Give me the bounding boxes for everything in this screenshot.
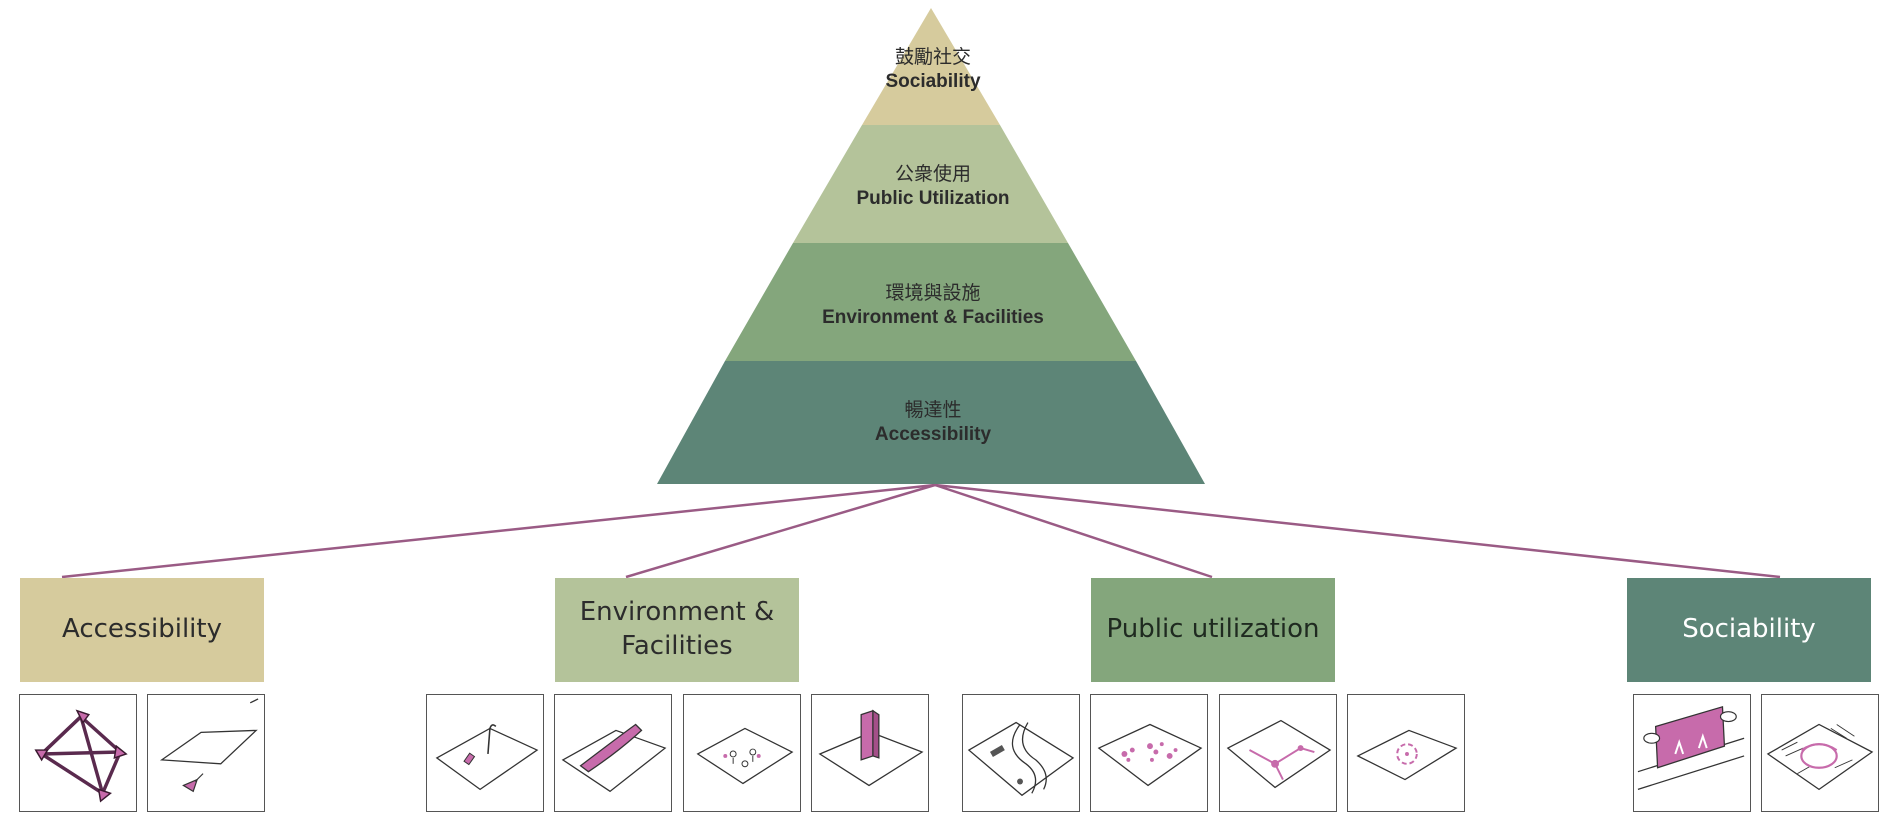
- tier-zh-text: 暢達性: [904, 399, 962, 421]
- branching-paths-icon: [1219, 694, 1337, 812]
- connector-sociability: [934, 483, 1781, 579]
- category-label: Sociability: [1682, 614, 1816, 645]
- tier-label-accessibility: 暢達性 Accessibility: [733, 399, 1133, 447]
- winding-path-icon: [962, 694, 1080, 812]
- category-label: Accessibility: [62, 614, 222, 645]
- category-box-sociability: Sociability: [1627, 578, 1871, 682]
- category-box-public-utilization: Public utilization: [1091, 578, 1335, 682]
- pyramid-tier-environment: [725, 243, 1136, 361]
- pyramid-tier-accessibility: [657, 361, 1205, 484]
- category-label: Public utilization: [1106, 614, 1320, 645]
- tier-en-text: Sociability: [885, 70, 981, 92]
- scattered-activity-icon: [1090, 694, 1208, 812]
- gathering-circle-icon: [1347, 694, 1465, 812]
- tier-label-sociability: 鼓勵社交 Sociability: [733, 46, 1133, 94]
- tier-zh-text: 公衆使用: [894, 163, 971, 185]
- network-routes-icon: [19, 694, 137, 812]
- category-box-accessibility: Accessibility: [20, 578, 264, 682]
- tier-label-public-utilization: 公衆使用 Public Utilization: [733, 163, 1133, 211]
- connector-public-utilization: [934, 483, 1213, 579]
- pyramid-tier-sociability: [862, 8, 1000, 125]
- seating-cluster-icon: [683, 694, 801, 812]
- lamp-post-icon: [426, 694, 544, 812]
- tier-en-text: Accessibility: [874, 423, 992, 445]
- tier-en-text: Public Utilization: [856, 187, 1010, 209]
- tier-en-text: Environment & Facilities: [822, 306, 1044, 328]
- pyramid-tier-public-utilization: [793, 125, 1068, 243]
- event-stage-icon: [1633, 694, 1751, 812]
- shaded-plaza-icon: [1761, 694, 1879, 812]
- connector-accessibility: [61, 483, 936, 579]
- tier-label-environment: 環境與設施 Environment & Facilities: [733, 282, 1133, 330]
- connector-lines: [61, 483, 1781, 579]
- connector-environment: [625, 483, 936, 579]
- category-box-environment: Environment & Facilities: [555, 578, 799, 682]
- kiosk-pillar-icon: [811, 694, 929, 812]
- ramp-marker-icon: [147, 694, 265, 812]
- tier-zh-text: 鼓勵社交: [894, 46, 971, 68]
- slide-ramp-icon: [554, 694, 672, 812]
- category-label: Environment & Facilities: [579, 597, 775, 661]
- tier-zh-text: 環境與設施: [885, 282, 981, 304]
